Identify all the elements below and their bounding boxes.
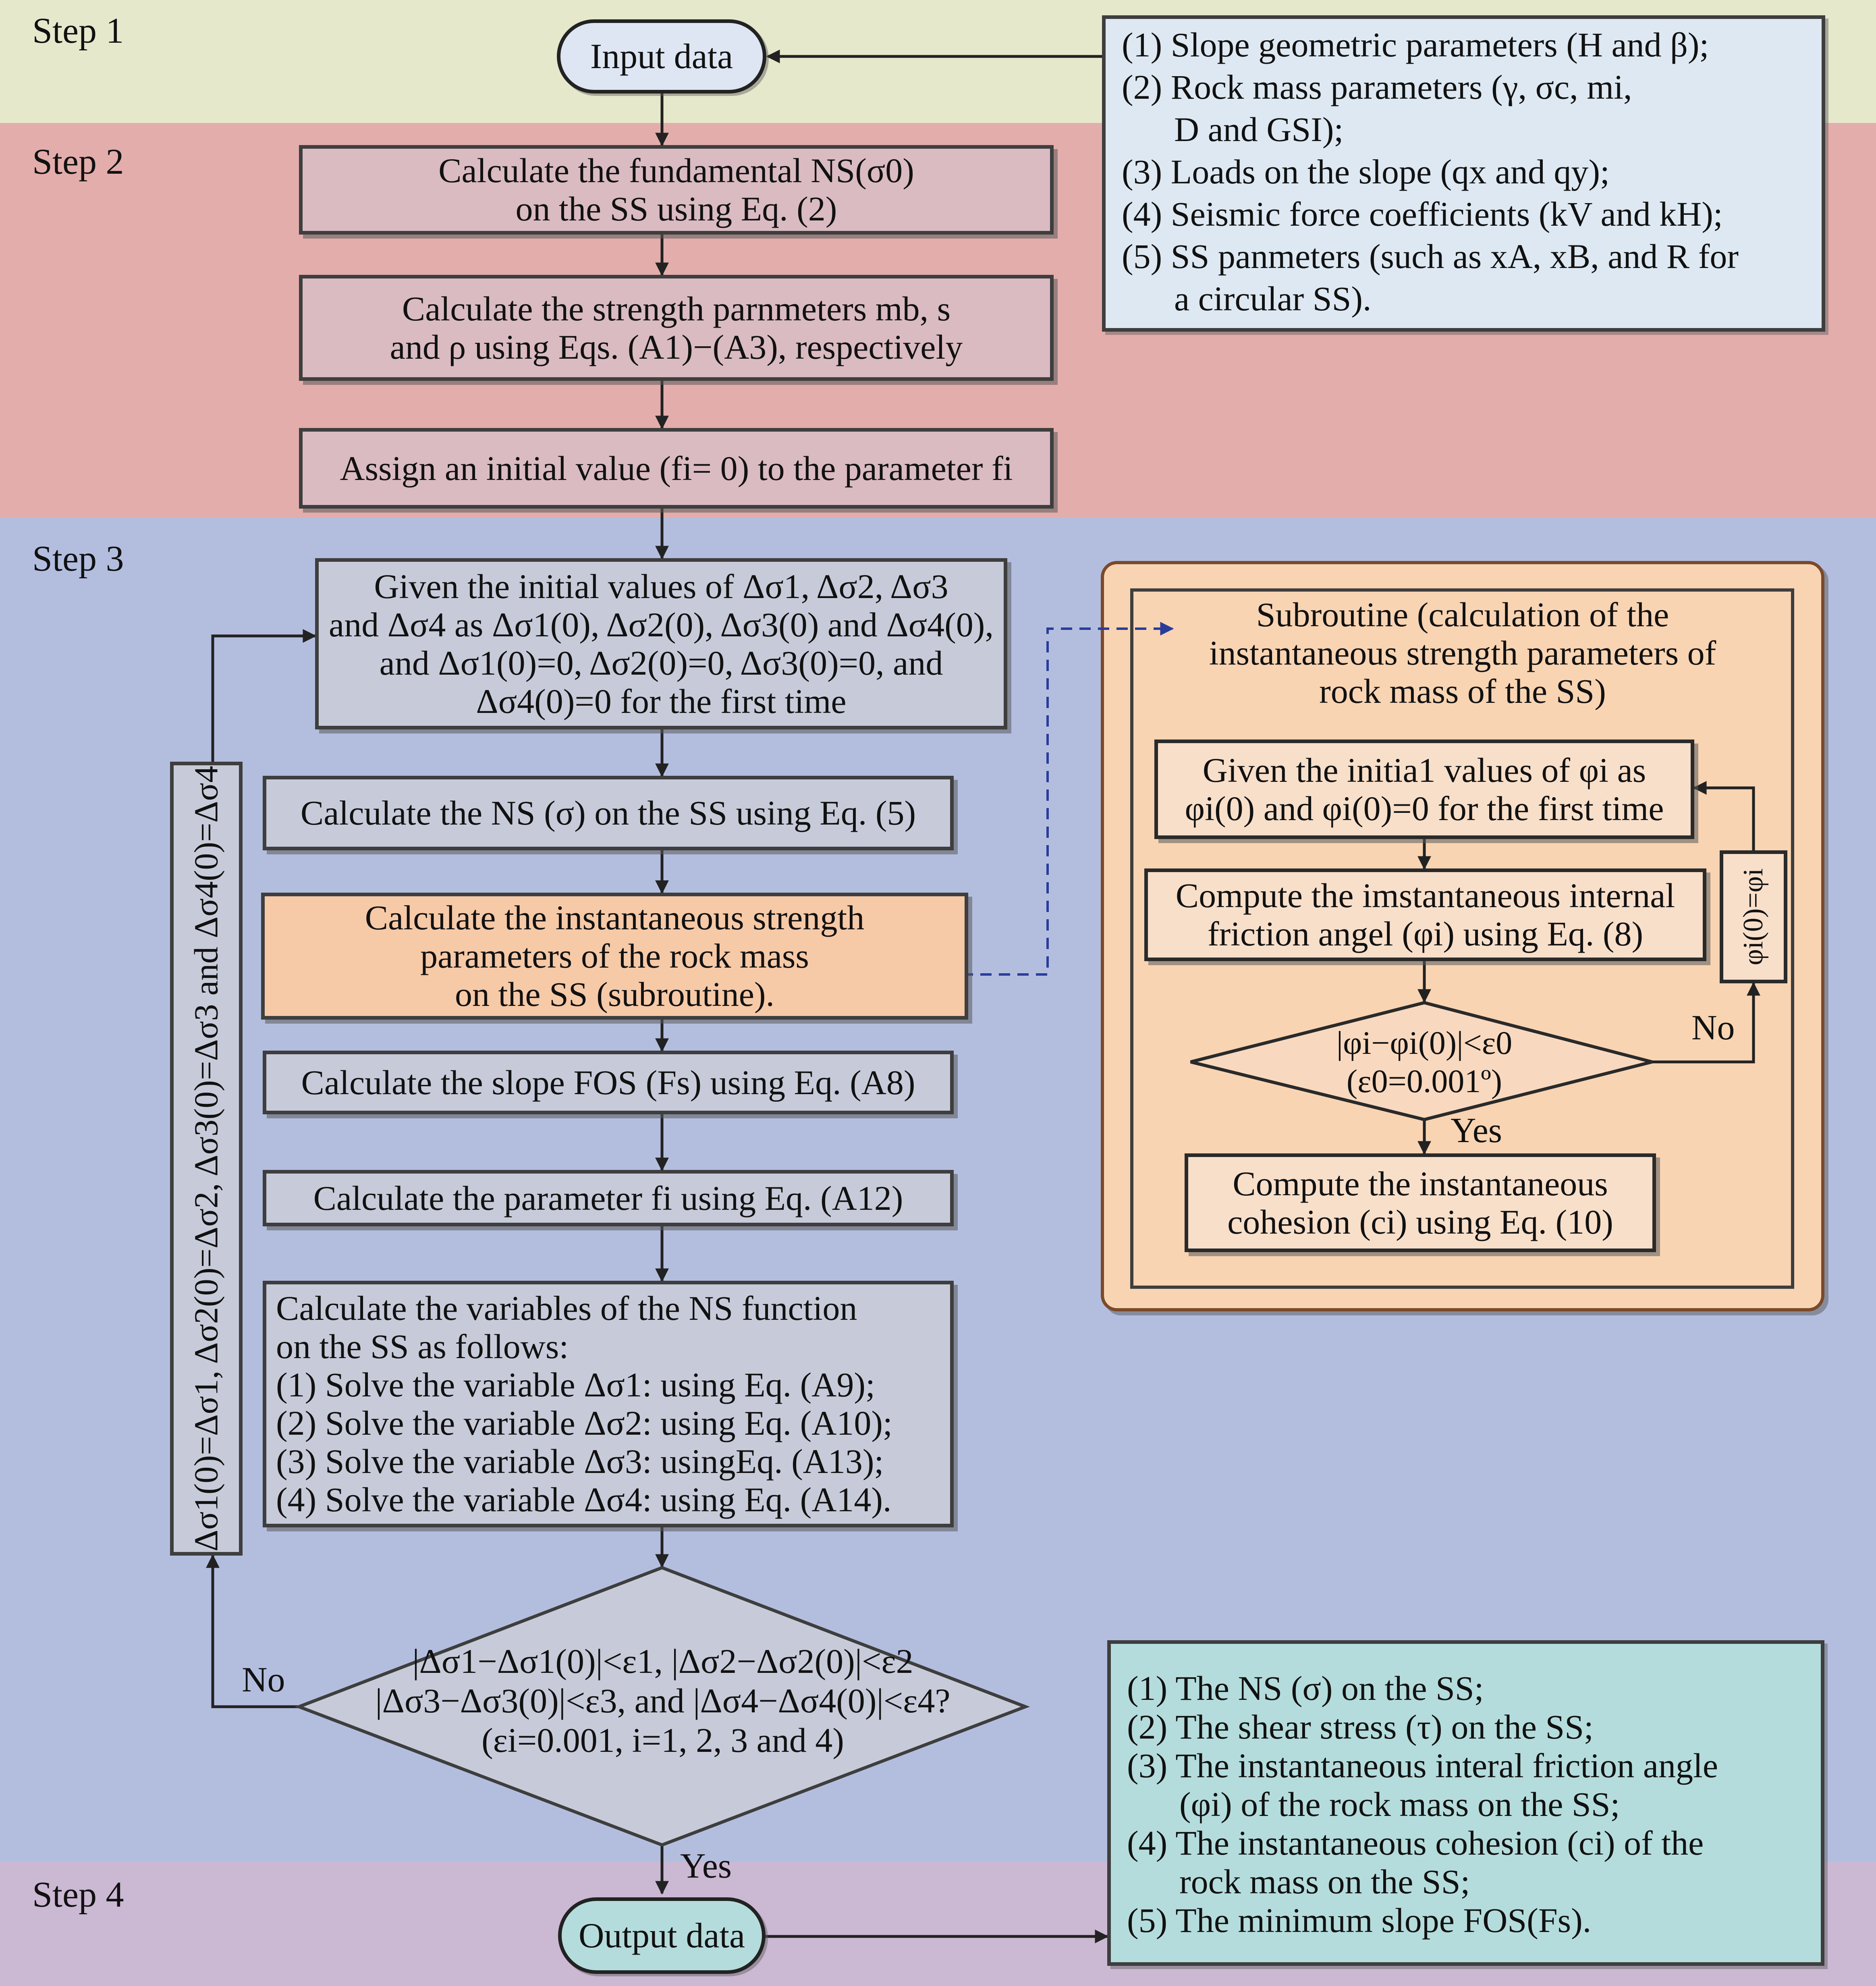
compute-friction-box: Compute the imstantaneous internal frict… — [1144, 868, 1706, 961]
output-result-line-7: (5) The minimum slope FOS(Fs). — [1127, 1901, 1592, 1940]
arrow-loop-to-initial — [211, 629, 317, 762]
slope-fos-box: Calculate the slope FOS (Fs) using Eq. (… — [263, 1051, 954, 1114]
output-data-label: Output data — [578, 1916, 745, 1955]
output-result-line-6: rock mass on the SS; — [1179, 1862, 1470, 1901]
compute-cohesion-line-1: Compute the instantaneous — [1233, 1164, 1608, 1203]
arrow-condition-no-to-loop — [206, 1554, 299, 1708]
step3-condition-line-2: |Δσ3−Δσ3(0)|<ε3, and |Δσ4−Δσ4(0)|<ε4? — [375, 1681, 950, 1720]
output-result-line-4: (φi) of the rock mass on the SS; — [1179, 1785, 1620, 1824]
given-phi-line-2: φi(0) and φi(0)=0 for the first time — [1185, 789, 1664, 828]
ns-variables-line-4: (2) Solve the variable Δσ2: using Eq. (A… — [276, 1404, 892, 1442]
step4-label: Step 4 — [32, 1875, 124, 1915]
loop-update-box: Δσ1(0)=Δσ1, Δσ2(0)=Δσ2, Δσ3(0)=Δσ3 and Δ… — [170, 762, 243, 1556]
ns-variables-line-3: (1) Solve the variable Δσ1: using Eq. (A… — [276, 1365, 875, 1404]
ns-variables-line-5: (3) Solve the variable Δσ3: usingEq. (A1… — [276, 1442, 884, 1481]
step3-label: Step 3 — [32, 539, 124, 579]
dashed-link-to-subroutine — [925, 622, 1174, 976]
subroutine-title: Subroutine (calculation of the instantan… — [1136, 592, 1789, 713]
strength-parameters-box: Calculate the strength parnmeters mb, s … — [299, 275, 1054, 381]
subroutine-condition-line-1: |φi−φi(0)|<ε0 — [1336, 1024, 1513, 1061]
step1-label: Step 1 — [32, 11, 124, 51]
compute-cohesion-line-2: cohesion (ci) using Eq. (10) — [1227, 1202, 1613, 1241]
phi-update-text: φi(0)=φi — [1738, 868, 1769, 966]
input-param-line-6: (5) SS panmeters (such as xA, xB, and R … — [1122, 237, 1739, 276]
step3-no-label: No — [242, 1660, 285, 1699]
step3-condition-line-3: (εi=0.001, i=1, 2, 3 and 4) — [481, 1721, 844, 1760]
arrow-update-to-given — [1693, 781, 1755, 850]
fundamental-ns-box: Calculate the fundamental NS(σ0) on the … — [299, 145, 1054, 235]
output-data-terminal: Output data — [558, 1897, 766, 1974]
compute-friction-line-1: Compute the imstantaneous internal — [1175, 876, 1675, 915]
subroutine-title-line-3: rock mass of the SS) — [1319, 671, 1606, 710]
output-results-box: (1) The NS (σ) on the SS; (2) The shear … — [1107, 1640, 1824, 1966]
subroutine-title-line-2: instantaneous strength parameters of — [1209, 633, 1716, 672]
arrow-subcond-no-to-update — [1652, 982, 1760, 1064]
fundamental-ns-line-2: on the SS using Eq. (2) — [515, 189, 837, 228]
instantaneous-strength-line-3: on the SS (subroutine). — [454, 975, 775, 1014]
given-phi-line-1: Given the initia1 values of φi as — [1202, 750, 1646, 789]
ns-variables-line-6: (4) Solve the variable Δσ4: using Eq. (A… — [276, 1480, 892, 1519]
phi-update-box: φi(0)=φi — [1720, 850, 1787, 983]
compute-cohesion-box: Compute the instantaneous cohesion (ci) … — [1185, 1153, 1656, 1252]
parameter-fi-box: Calculate the parameter fi using Eq. (A1… — [263, 1170, 954, 1226]
step3-condition-line-1: |Δσ1−Δσ1(0)|<ε1, |Δσ2−Δσ2(0)|<ε2 — [412, 1642, 913, 1681]
step3-yes-label: Yes — [680, 1847, 732, 1886]
input-param-line-1: (1) Slope geometric parameters (H and β)… — [1122, 25, 1709, 64]
calculate-ns-text: Calculate the NS (σ) on the SS using Eq.… — [300, 794, 916, 832]
assign-initial-fi-text: Assign an initial value (fi= 0) to the p… — [340, 449, 1013, 488]
ns-variables-box: Calculate the variables of the NS functi… — [263, 1281, 954, 1527]
compute-friction-line-2: friction angel (φi) using Eq. (8) — [1207, 914, 1644, 953]
subroutine-yes-label: Yes — [1451, 1111, 1502, 1150]
parameter-fi-text: Calculate the parameter fi using Eq. (A1… — [313, 1178, 903, 1217]
ns-variables-line-2: on the SS as follows: — [276, 1327, 569, 1366]
strength-parameters-line-1: Calculate the strength parnmeters mb, s — [402, 289, 951, 328]
given-phi-box: Given the initia1 values of φi as φi(0) … — [1154, 740, 1694, 839]
initial-values-line-3: and Δσ1(0)=0, Δσ2(0)=0, Δσ3(0)=0, and — [379, 643, 943, 682]
instantaneous-strength-line-2: parameters of the rock mass — [420, 937, 809, 975]
initial-values-box: Given the initial values of Δσ1, Δσ2, Δσ… — [315, 558, 1007, 729]
output-result-line-2: (2) The shear stress (τ) on the SS; — [1127, 1708, 1594, 1746]
subroutine-condition-diamond — [1190, 1001, 1653, 1122]
input-parameters-box: (1) Slope geometric parameters (H and β)… — [1102, 15, 1825, 332]
output-result-line-3: (3) The instantaneous interal friction a… — [1127, 1746, 1718, 1785]
input-param-line-2: (2) Rock mass parameters (γ, σc, mi, — [1122, 68, 1632, 106]
initial-values-line-2: and Δσ4 as Δσ1(0), Δσ2(0), Δσ3(0) and Δσ… — [329, 605, 994, 644]
input-param-line-7: a circular SS). — [1174, 279, 1372, 318]
loop-update-text: Δσ1(0)=Δσ1, Δσ2(0)=Δσ2, Δσ3(0)=Δσ3 and Δ… — [187, 766, 225, 1552]
input-data-label: Input data — [590, 37, 733, 76]
assign-initial-fi-box: Assign an initial value (fi= 0) to the p… — [299, 428, 1054, 509]
fundamental-ns-line-1: Calculate the fundamental NS(σ0) — [438, 151, 914, 190]
subroutine-title-line-1: Subroutine (calculation of the — [1256, 595, 1669, 634]
subroutine-condition-line-2: (ε0=0.001º) — [1346, 1063, 1502, 1099]
subroutine-no-label: No — [1691, 1008, 1735, 1047]
instantaneous-strength-box: Calculate the instantaneous strength par… — [261, 893, 968, 1020]
subroutine-inner-frame — [1130, 588, 1794, 1289]
initial-values-line-4: Δσ4(0)=0 for the first time — [476, 681, 847, 721]
output-result-line-5: (4) The instantaneous cohesion (ci) of t… — [1127, 1824, 1704, 1862]
slope-fos-text: Calculate the slope FOS (Fs) using Eq. (… — [301, 1063, 915, 1102]
calculate-ns-box: Calculate the NS (σ) on the SS using Eq.… — [263, 776, 954, 850]
input-param-line-5: (4) Seismic force coefficients (kV and k… — [1122, 195, 1723, 233]
output-result-line-1: (1) The NS (σ) on the SS; — [1127, 1669, 1484, 1708]
initial-values-line-1: Given the initial values of Δσ1, Δσ2, Δσ… — [374, 567, 948, 606]
instantaneous-strength-line-1: Calculate the instantaneous strength — [365, 898, 865, 937]
strength-parameters-line-2: and ρ using Eqs. (A1)−(A3), respectively — [390, 327, 963, 366]
step3-condition-diamond — [294, 1566, 1030, 1847]
ns-variables-line-1: Calculate the variables of the NS functi… — [276, 1289, 857, 1327]
subroutine-condition-text: |φi−φi(0)|<ε0 (ε0=0.001º) — [1277, 1018, 1571, 1106]
input-param-line-3: D and GSI); — [1174, 110, 1344, 149]
input-param-line-4: (3) Loads on the slope (qx and qy); — [1122, 152, 1610, 191]
input-data-terminal: Input data — [557, 19, 766, 93]
step3-condition-text: |Δσ1−Δσ1(0)|<ε1, |Δσ2−Δσ2(0)|<ε2 |Δσ3−Δσ… — [371, 1628, 955, 1773]
step2-label: Step 2 — [32, 142, 124, 182]
